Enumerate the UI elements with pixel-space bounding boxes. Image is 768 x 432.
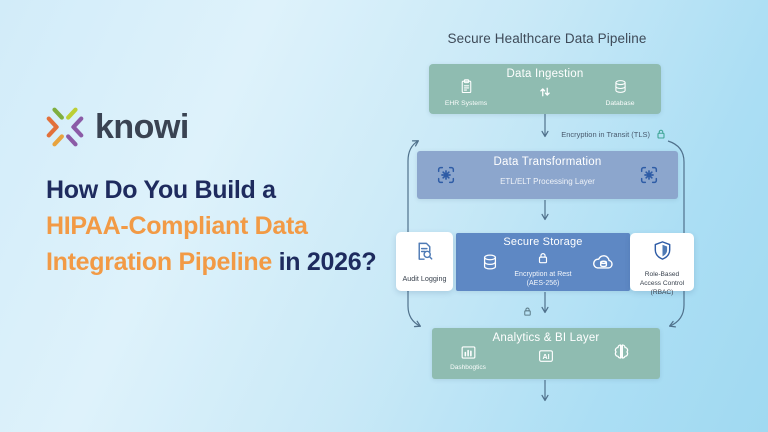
cloud-database-icon — [593, 255, 613, 269]
gear-process-icon — [640, 166, 658, 184]
headline-line-2: HIPAA-Compliant Data — [46, 212, 308, 240]
audit-log-icon — [418, 242, 433, 260]
database-label: Database — [605, 100, 635, 107]
knowi-logo: knowi — [44, 106, 189, 148]
storage-database-icon — [483, 254, 497, 270]
dashboards-label: Dashbogtics — [450, 364, 486, 371]
etl-subtitle: ETL/ELT Processing Layer — [500, 177, 595, 186]
analytics-bi-title: Analytics & BI Layer — [492, 332, 600, 344]
analytics-bi-box: Analytics & BI Layer Dashbogtics AI — [432, 328, 660, 379]
headline-line-1: How Do You Build a — [46, 176, 276, 204]
ehr-clipboard-icon — [461, 79, 472, 94]
transit-lock-icon — [657, 129, 665, 139]
ai-icon: AI — [539, 350, 553, 362]
headline-line-3-rest: in 2026? — [278, 248, 377, 276]
rbac-label-line1: Role-Based — [644, 271, 680, 278]
database-icon — [615, 80, 626, 93]
knowi-logo-mark — [46, 107, 84, 147]
ehr-systems-label: EHR Systems — [444, 100, 488, 107]
secure-storage-box: Secure Storage Encryption at Rest (AES-2… — [456, 233, 630, 291]
rbac-card: Role-Based Access Control (RBAC) — [630, 233, 694, 296]
aes-label: (AES-256) — [526, 280, 560, 287]
data-transformation-title: Data Transformation — [493, 156, 602, 168]
sync-arrows-icon — [540, 87, 550, 97]
encryption-lock-icon — [538, 253, 548, 264]
audit-logging-card: Audit Logging — [396, 232, 453, 291]
rbac-label: Role-Based Access Control (RBAC) — [630, 271, 694, 298]
brain-ml-icon — [614, 344, 629, 359]
data-transformation-box: Data Transformation ETL/ELT Processing L… — [417, 151, 678, 199]
gear-process-icon — [437, 166, 455, 184]
audit-logging-label: Audit Logging — [402, 274, 447, 283]
page-title: How Do You Build a HIPAA-Compliant Data … — [46, 172, 406, 280]
secure-storage-title: Secure Storage — [503, 236, 583, 248]
storage-analytics-lock-icon — [524, 307, 531, 316]
encryption-transit-label: Encryption in Transit (TLS) — [561, 130, 650, 139]
ai-icon-label: AI — [542, 353, 549, 361]
headline-line-3-accent: Integration Pipeline — [46, 248, 272, 276]
dashboard-icon — [461, 346, 476, 359]
shield-icon — [654, 241, 671, 260]
knowi-logo-text: knowi — [95, 107, 189, 146]
encryption-at-rest-label: Encryption at Rest — [514, 271, 572, 278]
diagram-title: Secure Healthcare Data Pipeline — [447, 31, 647, 46]
rbac-label-line2: Access Control (RBAC) — [639, 279, 685, 296]
data-ingestion-title: Data Ingestion — [506, 68, 584, 80]
data-ingestion-box: Data Ingestion EHR Systems Database — [429, 64, 661, 114]
